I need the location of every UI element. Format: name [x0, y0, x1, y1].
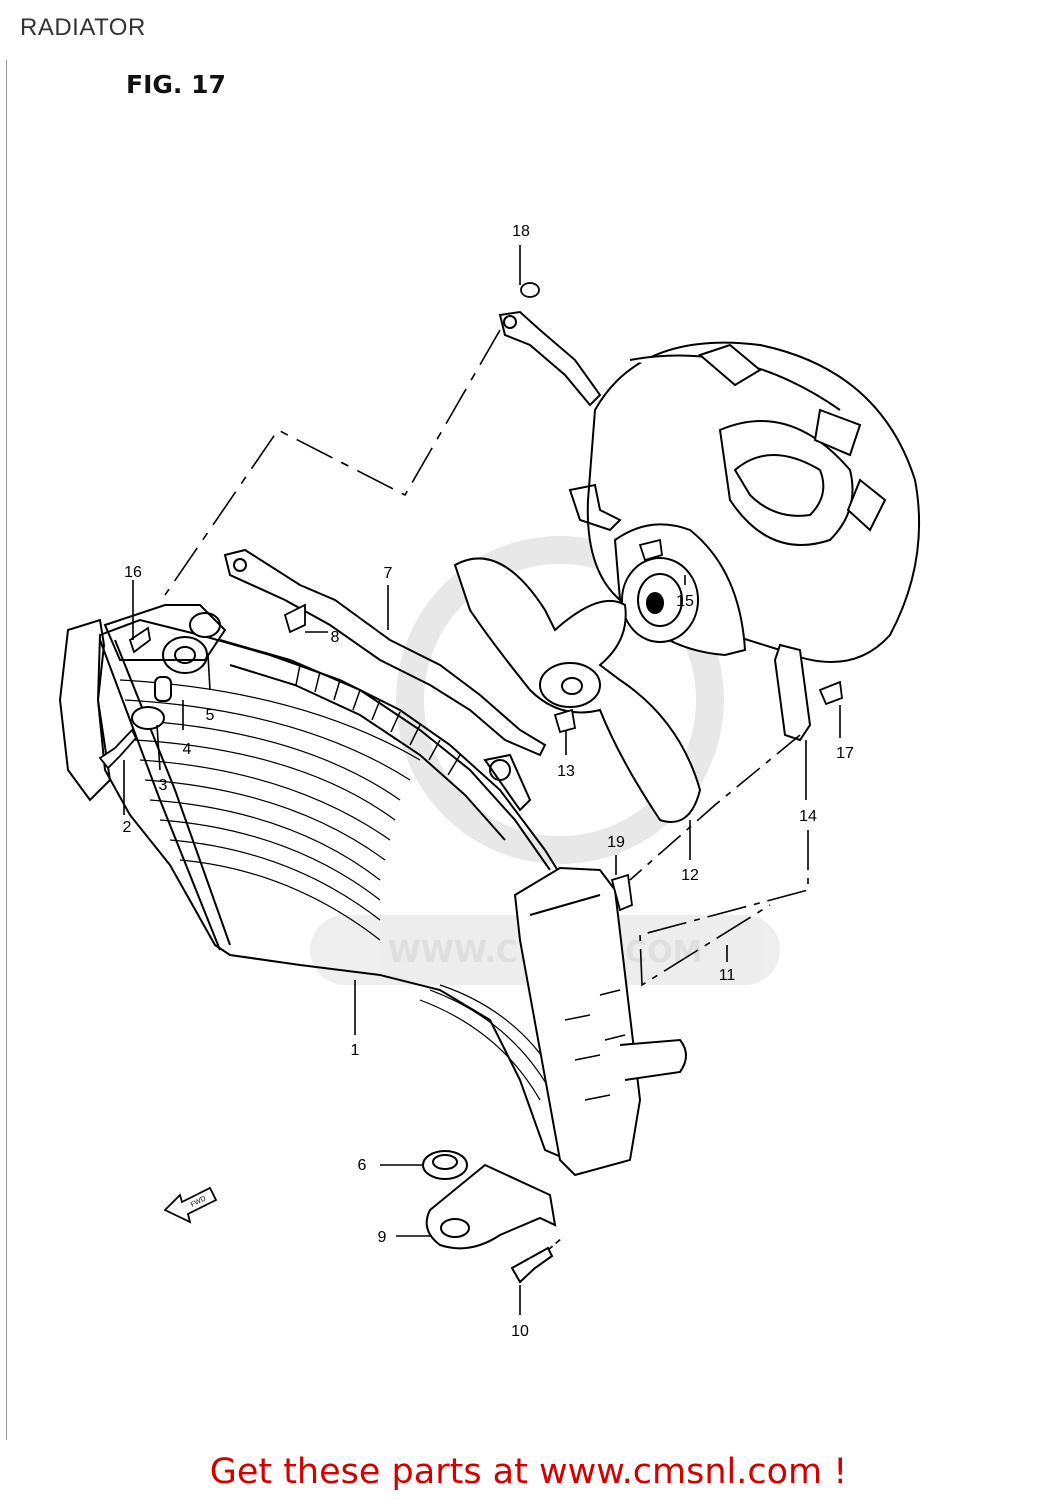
- page-left-border: [6, 60, 7, 1440]
- callout-18: 18: [512, 223, 530, 240]
- callout-13: 13: [557, 763, 575, 780]
- lower-mount-parts: [422, 1150, 557, 1284]
- bolts: [98, 282, 843, 912]
- callout-4: 4: [183, 741, 192, 758]
- callout-17: 17: [836, 745, 854, 762]
- leader-lines: [123, 245, 841, 1315]
- callout-8: 8: [331, 629, 340, 646]
- footer-promo-link[interactable]: Get these parts at www.cmsnl.com !: [209, 1452, 848, 1492]
- figure-number: FIG. 17: [126, 70, 226, 99]
- callout-19: 19: [607, 834, 625, 851]
- callout-3: 3: [159, 777, 168, 794]
- page-title: RADIATOR: [20, 14, 146, 41]
- radiator-side-tank: [513, 866, 687, 1177]
- callout-10: 10: [511, 1323, 529, 1340]
- fwd-arrow-icon: FWD: [163, 1186, 218, 1224]
- callout-5: 5: [206, 707, 215, 724]
- callout-2: 2: [123, 819, 132, 836]
- part-callouts: 1 2 3 4 5 6 7 8 9 10 11 12 13 14 15 16 1…: [123, 223, 854, 1340]
- grommet-parts: [103, 604, 227, 730]
- callout-7: 7: [384, 565, 393, 582]
- callout-1: 1: [351, 1042, 360, 1059]
- callout-12: 12: [681, 867, 699, 884]
- fan-blade: [453, 557, 702, 823]
- callout-14: 14: [799, 808, 817, 825]
- callout-6: 6: [358, 1157, 367, 1174]
- callout-9: 9: [378, 1229, 387, 1246]
- callout-11: 11: [719, 967, 736, 984]
- bracket-7: [223, 548, 547, 812]
- callout-16: 16: [124, 564, 142, 581]
- callout-15: 15: [676, 593, 694, 610]
